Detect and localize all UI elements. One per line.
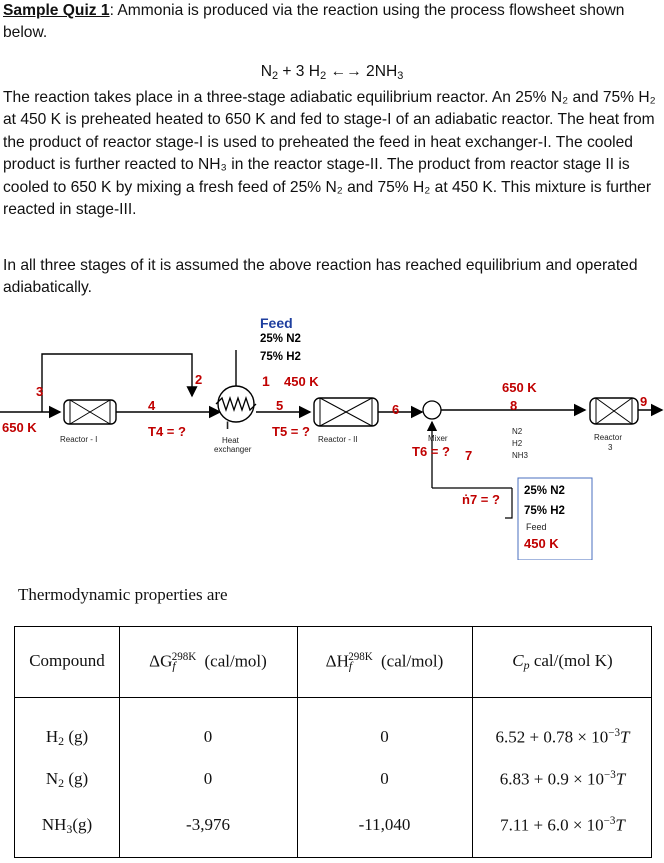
bottom-feed-n2: 25% N2 bbox=[524, 485, 565, 497]
dg-cell: -3,976 bbox=[186, 815, 230, 834]
dg-cell: 0 bbox=[203, 769, 213, 788]
col-divider bbox=[119, 627, 120, 857]
stream-6: 6 bbox=[392, 402, 399, 417]
reactor-3-label-a: Reactor bbox=[594, 433, 622, 442]
reactor-1-label: Reactor - I bbox=[60, 435, 97, 444]
t4-label: T4 = ? bbox=[148, 424, 186, 439]
preheat-loop-line bbox=[41, 353, 193, 412]
col-divider bbox=[297, 627, 298, 857]
top-feed-temp: 450 K bbox=[284, 374, 319, 389]
cp-cell: 6.83 + 0.9 × 10−3T bbox=[499, 769, 626, 789]
mix-temp: 650 K bbox=[502, 380, 537, 395]
mixer-node bbox=[422, 400, 442, 420]
stream-9: 9 bbox=[640, 394, 647, 409]
inlet-temp: 650 K bbox=[2, 420, 37, 435]
description-paragraph: The reaction takes place in a three-stag… bbox=[3, 89, 656, 219]
header-dg: ΔGf298K (cal/mol) bbox=[149, 651, 267, 673]
compound-cell: H2 (g) bbox=[45, 727, 89, 748]
stream-5: 5 bbox=[276, 398, 283, 413]
hx-label-b: exchanger bbox=[214, 445, 252, 454]
hx-symbol: I bbox=[226, 420, 229, 432]
header-compound: Compound bbox=[29, 651, 105, 670]
thermo-table: Compound ΔGf298K (cal/mol) ΔHf298K (cal/… bbox=[14, 626, 652, 858]
stream-8: 8 bbox=[510, 398, 517, 413]
assumption-paragraph: In all three stages of it is assumed the… bbox=[3, 257, 638, 297]
top-feed-title: Feed bbox=[260, 315, 293, 331]
reactor-3-label-b: 3 bbox=[608, 443, 613, 452]
top-feed-h2: 75% H2 bbox=[260, 351, 301, 363]
reactor-1 bbox=[63, 399, 117, 425]
reactor-2-label: Reactor - II bbox=[318, 435, 358, 444]
intro-text: : Ammonia is produced via the reaction u… bbox=[3, 2, 625, 42]
eq-h2-sub: 2 bbox=[320, 70, 327, 82]
header-dh: ΔHf298K (cal/mol) bbox=[325, 651, 444, 673]
stream-1: 1 bbox=[262, 373, 270, 389]
eq-nh: 2NH bbox=[366, 63, 398, 80]
compound-cell: NH3(g) bbox=[41, 815, 93, 836]
dh-cell: -11,040 bbox=[358, 815, 411, 834]
bottom-feed-h2: 75% H2 bbox=[524, 505, 565, 517]
intro-paragraph: Sample Quiz 1: Ammonia is produced via t… bbox=[3, 0, 659, 45]
mix-species-h2: H2 bbox=[512, 439, 523, 448]
hx-label-a: Heat bbox=[222, 436, 240, 445]
stream-2: 2 bbox=[195, 372, 202, 387]
t5-label: T5 = ? bbox=[272, 424, 310, 439]
process-flowsheet: I Feed 25% N2 75% H2 1 450 K 2 3 4 5 6 7… bbox=[0, 310, 664, 561]
compound-cell: N2 (g) bbox=[45, 769, 89, 790]
eq-n2-sub: 2 bbox=[271, 70, 279, 82]
header-divider bbox=[15, 697, 651, 698]
mixer-label: Mixer bbox=[428, 434, 448, 443]
reactor-3 bbox=[589, 397, 639, 425]
cp-cell: 7.11 + 6.0 × 10−3T bbox=[500, 815, 625, 835]
stream-7: 7 bbox=[465, 448, 472, 463]
dh-cell: 0 bbox=[380, 727, 389, 746]
eq-n2: N bbox=[260, 63, 272, 80]
bottom-feed-temp: 450 K bbox=[524, 536, 559, 551]
mix-species-nh3: NH3 bbox=[512, 451, 529, 460]
stream-3: 3 bbox=[36, 384, 43, 399]
t6-label: T6 = ? bbox=[412, 444, 450, 459]
dh-cell: 0 bbox=[380, 769, 389, 788]
flowsheet-svg: I Feed 25% N2 75% H2 1 450 K 2 3 4 5 6 7… bbox=[0, 315, 664, 561]
bottom-feed-box bbox=[517, 477, 593, 561]
reactor-2 bbox=[313, 397, 379, 427]
heat-exchanger bbox=[215, 350, 257, 423]
cp-cell: 6.52 + 0.78 × 10−3T bbox=[495, 727, 630, 747]
stream-4: 4 bbox=[148, 398, 156, 413]
reaction-equation: N2 + 3 H2 ←→ 2NH3 bbox=[0, 63, 664, 81]
col-divider bbox=[472, 627, 473, 857]
eq-nh3-sub: 3 bbox=[397, 70, 404, 82]
quiz-title: Sample Quiz 1 bbox=[3, 2, 110, 19]
n7-label: ṅ7 = ? bbox=[462, 492, 500, 507]
bottom-feed-title: Feed bbox=[526, 522, 547, 532]
mix-species-n2: N2 bbox=[512, 427, 523, 436]
thermo-caption: Thermodynamic properties are bbox=[18, 585, 228, 604]
eq-3h: + 3 H bbox=[278, 63, 321, 80]
header-cp: Cp cal/(mol K) bbox=[512, 651, 613, 672]
dg-cell: 0 bbox=[203, 727, 213, 746]
top-feed-n2: 25% N2 bbox=[260, 333, 301, 345]
eq-arrow: ←→ bbox=[326, 63, 367, 80]
